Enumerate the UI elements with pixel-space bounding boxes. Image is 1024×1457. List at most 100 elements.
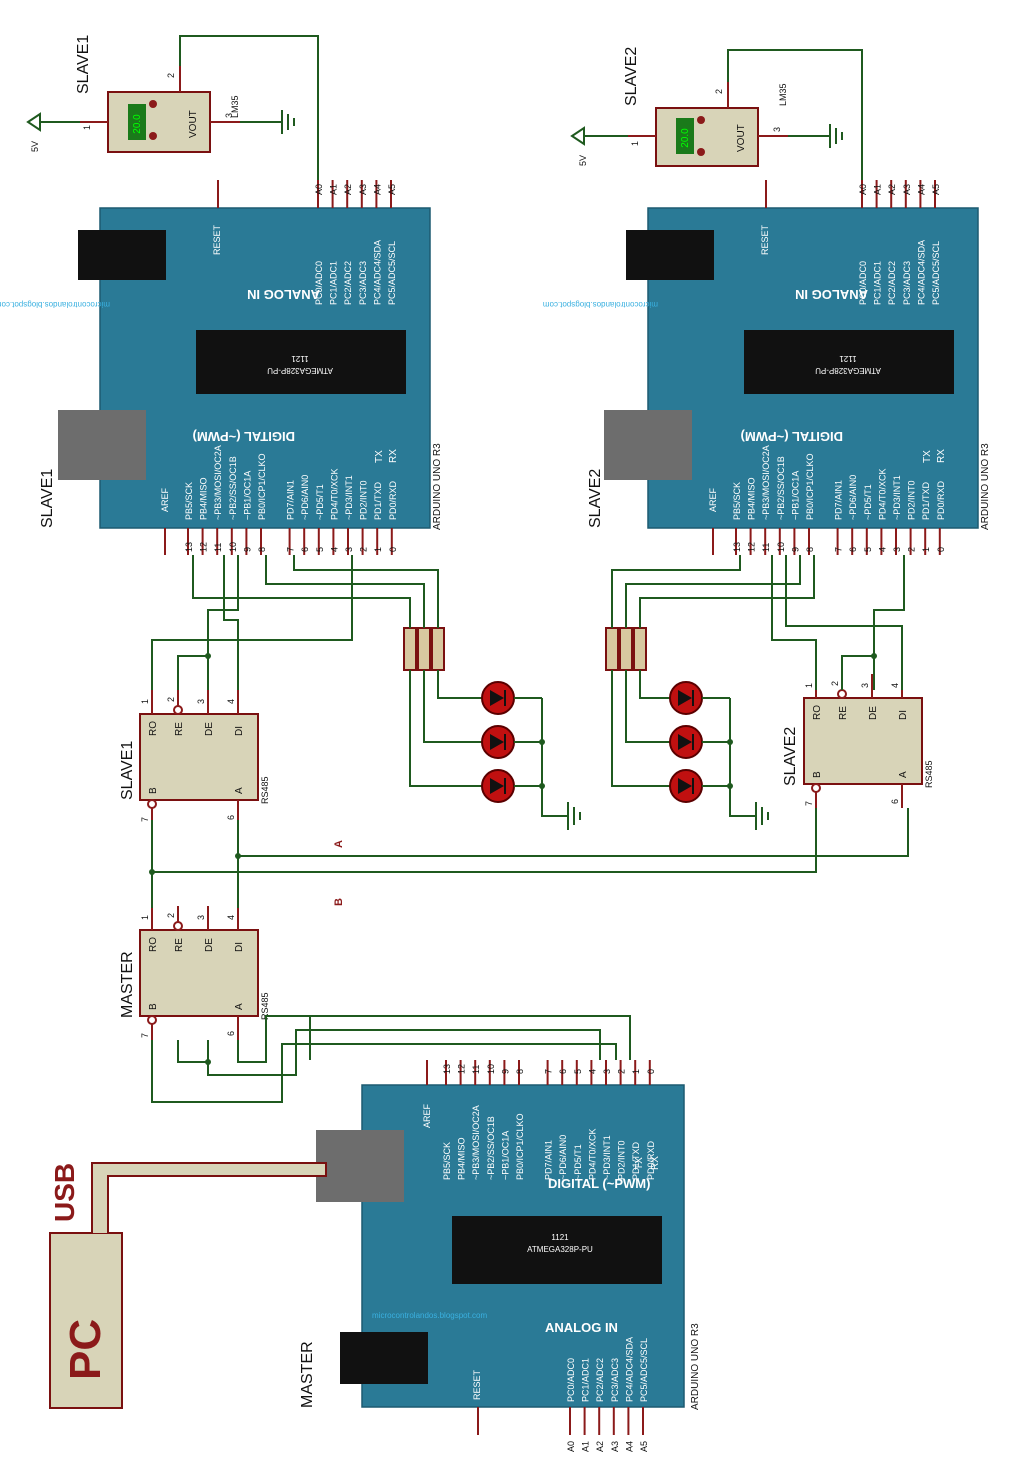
master-board-name: ARDUINO UNO R3 (690, 1323, 701, 1410)
slave2-rs485-body (803, 697, 923, 785)
master-digital-pin-number: 10 (486, 1064, 496, 1074)
slave1-de-label: DE (204, 722, 215, 736)
slave1-digital-pin-label: PD7/AIN1 (286, 480, 296, 520)
slave1-power-jack (78, 230, 166, 280)
slave1-digital-pin-label: PD4/T0/XCK (329, 468, 339, 520)
master-digital-pin-label: ~PD6/AIN0 (558, 1135, 568, 1180)
slave2-rx-label: RX (936, 449, 947, 463)
master-digital-pin-number: 13 (442, 1064, 452, 1074)
slave1-lm35: 20.0 VOUT LM35 1 2 3 5V (26, 35, 319, 180)
master-arduino: 1121 ATMEGA328P-PU DIGITAL (~PWM) ANALOG… (316, 1060, 701, 1452)
slave1-digital-pin-number: 3 (344, 547, 354, 552)
master-rx-label: RX (650, 1156, 661, 1170)
master-digital-pin-number: 7 (544, 1069, 554, 1074)
slave1-rs485-body (139, 713, 259, 801)
pc-block: PC USB (49, 1162, 327, 1409)
master-digital-pin-number: 6 (558, 1069, 568, 1074)
master-analog-label: ANALOG IN (545, 1320, 618, 1335)
slave2-lm35-display: 20.0 (680, 128, 691, 148)
slave2-digital-pin-label: PB4/MISO (747, 477, 757, 520)
slave2-analog-pin-number: A5 (931, 184, 941, 195)
master-analog-pin-number: A5 (639, 1441, 649, 1452)
master-rs485-body (139, 929, 259, 1017)
master-reset-label: RESET (472, 1369, 482, 1400)
slave2-digital-pin-number: 8 (805, 547, 815, 552)
slave1-analog-pin-number: A5 (387, 184, 397, 195)
master-digital-pin-label: PD1/TXD (631, 1141, 641, 1180)
slave2-digital-pin-label: PD7/AIN1 (834, 480, 844, 520)
slave2-digital-pin-number: 2 (907, 547, 917, 552)
slave2-analog-pin-number: A4 (916, 184, 926, 195)
master-re-label: RE (174, 938, 185, 952)
slave2-usb-connector (604, 410, 692, 480)
slave2-blog: microcontrolandos.blogspot.com (542, 300, 658, 309)
slave1-analog-pin-number: A2 (343, 184, 353, 195)
slave1-led-array (403, 627, 581, 830)
master-pin6-number: 6 (226, 1031, 236, 1036)
slave1-blog: microcontrolandos.blogspot.com (0, 300, 110, 309)
slave1-lm35-pin2: 2 (166, 73, 176, 78)
slave1-rs485-title: SLAVE1 (119, 741, 136, 800)
slave2-digital-pin-label: PB5/SCK (732, 482, 742, 520)
slave1-tx-label: TX (374, 450, 385, 463)
slave1-mcu-chip (196, 330, 406, 394)
slave1-digital-pin-label: ~PB3/MOSI/OC2A (213, 445, 223, 520)
slave1-ro-label: RO (148, 721, 159, 736)
slave1-digital-pin-number: 1 (373, 547, 383, 552)
slave2-resistor (633, 627, 647, 671)
master-digital-pin-number: 12 (457, 1064, 467, 1074)
slave1-digital-pin-number: 9 (242, 547, 252, 552)
slave2-resistor (619, 627, 633, 671)
slave2-digital-pin-number: 4 (877, 547, 887, 552)
slave1-analog-label: ANALOG IN (247, 287, 320, 302)
slave2-pin4-number: 4 (890, 683, 900, 688)
slave2-analog-pin-label: PC1/ADC1 (873, 261, 883, 305)
slave1-digital-pin-label: ~PD5/T1 (315, 484, 325, 520)
slave2-mcu-chip (744, 330, 954, 394)
master-chip-name: ATMEGA328P-PU (527, 1245, 593, 1254)
slave1-digital-pin-number: 7 (286, 547, 296, 552)
slave2-digital-pin-label: ~PD3/INT1 (892, 475, 902, 520)
slave2-pin2-number: 2 (830, 681, 840, 686)
master-digital-pin-number: 9 (500, 1069, 510, 1074)
slave1-vout-label: VOUT (188, 110, 199, 138)
slave2-digital-pin-label: ~PB1/OC1A (790, 471, 800, 520)
master-analog-pin-number: A4 (624, 1441, 634, 1452)
master-analog-pin-number: A2 (595, 1441, 605, 1452)
slave1-chip-name: ATMEGA328P-PU (267, 366, 333, 375)
slave2-analog-pin-number: A1 (873, 184, 883, 195)
slave1-digital-pin-label: PB5/SCK (184, 482, 194, 520)
master-power-jack (340, 1332, 428, 1384)
master-analog-pin-label: PC3/ADC3 (610, 1358, 620, 1402)
slave2-led-array (605, 627, 769, 830)
slave1-sensor-title: SLAVE1 (75, 35, 92, 94)
master-digital-pin-label: PD4/T0/XCK (587, 1128, 597, 1180)
slave2-digital-pin-number: 9 (790, 547, 800, 552)
master-rs485-title: MASTER (119, 951, 136, 1018)
slave2-digital-pin-number: 13 (732, 542, 742, 552)
slave2-pin3-number: 3 (860, 683, 870, 688)
slave2-digital-pin-number: 10 (776, 542, 786, 552)
slave2-pin1-number: 1 (804, 683, 814, 688)
slave1-digital-pin-number: 6 (300, 547, 310, 552)
slave1-usb-connector (58, 410, 146, 480)
master-pin1-number: 1 (140, 915, 150, 920)
slave1-digital-pin-label: PD1/TXD (373, 481, 383, 520)
slave1-pin7-number: 7 (140, 817, 150, 822)
master-pin2-number: 2 (166, 913, 176, 918)
slave2-analog-pin-number: A2 (887, 184, 897, 195)
slave1-pin6-number: 6 (226, 815, 236, 820)
master-analog-pin-label: PC4/ADC4/SDA (624, 1337, 634, 1402)
master-digital-pin-label: PD0/RXD (646, 1140, 656, 1180)
slave1-lm35-name: LM35 (230, 95, 240, 118)
slave2-digital-pin-label: ~PD6/AIN0 (848, 475, 858, 520)
wiring (149, 555, 909, 1103)
slave1-lm35-pin1: 1 (82, 125, 92, 130)
master-analog-pin-number: A3 (610, 1441, 620, 1452)
slave2-re-label: RE (838, 706, 849, 720)
slave1-rs485-name: RS485 (260, 776, 270, 804)
pc-label: PC (61, 1319, 110, 1380)
slave1-resistor (431, 627, 445, 671)
